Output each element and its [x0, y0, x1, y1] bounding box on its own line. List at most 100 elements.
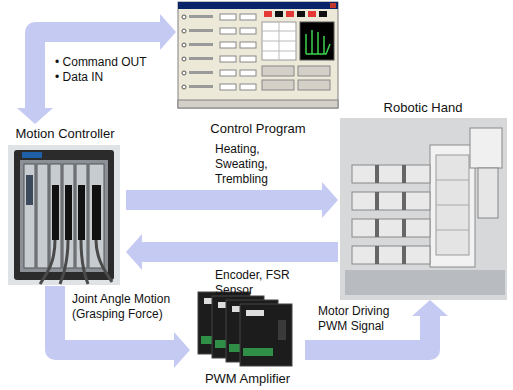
radio-button — [182, 29, 186, 33]
arrow-head — [412, 300, 448, 316]
finger-joint — [375, 219, 379, 237]
ui-button — [262, 80, 294, 90]
input-field — [240, 28, 256, 34]
arrow-head — [126, 234, 142, 270]
finger-joint — [375, 246, 379, 264]
hand-display — [300, 22, 334, 60]
node-caption: Robotic Hand — [382, 98, 465, 115]
title-bar — [178, 2, 338, 9]
finger — [352, 192, 430, 210]
input-field — [240, 42, 256, 48]
pwm-amplifier-photo — [198, 292, 292, 366]
node-caption: Motion Controller — [14, 124, 117, 141]
terminal-strip — [243, 348, 273, 356]
input-field — [220, 14, 236, 20]
indicator-led — [275, 11, 283, 17]
io-connector — [78, 185, 85, 240]
ui-button — [262, 66, 294, 76]
finger-joint — [375, 165, 379, 183]
radio-button — [182, 71, 186, 75]
arrow-band — [35, 32, 161, 109]
radio-button — [182, 43, 186, 47]
photo-node: Control Program — [176, 2, 340, 136]
motion-controller-photo — [8, 145, 120, 285]
indicator-led — [264, 11, 272, 17]
grid-line — [279, 22, 280, 60]
amplifier-board — [240, 304, 292, 366]
arrow-label: • Command OUT • Data IN — [55, 55, 151, 85]
arrow-label: Encoder, FSR Sensor — [215, 268, 295, 298]
node-caption: Control Program — [208, 119, 307, 136]
input-field — [240, 84, 256, 90]
thumb — [470, 128, 502, 168]
photo-node: PWM Amplifier — [190, 286, 305, 386]
indicator-led — [297, 11, 305, 17]
motor-pack — [436, 155, 469, 255]
module-slot — [24, 164, 35, 268]
cable — [40, 240, 112, 284]
block-arrow — [305, 300, 448, 350]
finger-joint — [402, 246, 406, 264]
module-slot — [37, 164, 48, 268]
finger — [352, 165, 430, 183]
block-arrow — [55, 286, 190, 368]
field-caption-bar — [189, 15, 213, 18]
io-connector — [52, 185, 59, 240]
finger-joint — [402, 219, 406, 237]
input-field — [220, 28, 236, 34]
robotic-hand-photo — [340, 118, 507, 300]
io-connector — [65, 185, 72, 240]
photo-node: Robotic Hand — [338, 98, 508, 300]
photo-node: Motion Controller — [4, 124, 126, 286]
indicator-led — [319, 11, 327, 17]
finger-joint — [402, 165, 406, 183]
photo-background — [340, 118, 507, 300]
field-caption-bar — [189, 43, 213, 46]
field-caption-bar — [189, 71, 213, 74]
block-arrow — [126, 234, 338, 270]
finger — [352, 219, 430, 237]
board-label — [246, 310, 264, 316]
base-plate — [345, 270, 505, 295]
input-field — [240, 56, 256, 62]
control-program-window — [178, 2, 338, 108]
input-field — [240, 70, 256, 76]
front-panel — [20, 160, 108, 272]
block-arrow — [17, 14, 176, 124]
connector-header — [278, 320, 286, 340]
arrow-head — [174, 332, 190, 368]
arrow-head — [322, 182, 338, 218]
block-arrow — [126, 182, 338, 218]
close-button — [330, 3, 336, 8]
input-field — [220, 70, 236, 76]
input-field — [240, 14, 256, 20]
io-connector — [92, 185, 101, 240]
field-caption-bar — [189, 57, 213, 60]
arrow-band — [141, 242, 338, 262]
arrow-label: Joint Angle Motion (Grasping Force) — [72, 292, 184, 322]
indicator-led — [308, 11, 316, 17]
motor-divider — [436, 230, 469, 231]
arrow-head — [17, 108, 53, 124]
radio-button — [182, 57, 186, 61]
controller-module — [26, 175, 33, 205]
input-field — [220, 42, 236, 48]
value-grid — [262, 22, 296, 60]
ui-button — [298, 66, 330, 76]
input-field — [220, 56, 236, 62]
hand-sketch — [306, 30, 330, 54]
radio-button — [182, 85, 186, 89]
node-caption: PWM Amplifier — [203, 369, 292, 386]
motor-divider — [436, 205, 469, 206]
motor-divider — [436, 180, 469, 181]
field-caption-bar — [189, 29, 213, 32]
palm-frame — [430, 145, 475, 267]
indicator-led — [286, 11, 294, 17]
finger-joint — [375, 192, 379, 210]
ui-button — [298, 80, 330, 90]
photo-background — [8, 145, 120, 285]
window-frame — [178, 2, 338, 108]
input-field — [220, 84, 236, 90]
status-bar — [178, 100, 338, 108]
